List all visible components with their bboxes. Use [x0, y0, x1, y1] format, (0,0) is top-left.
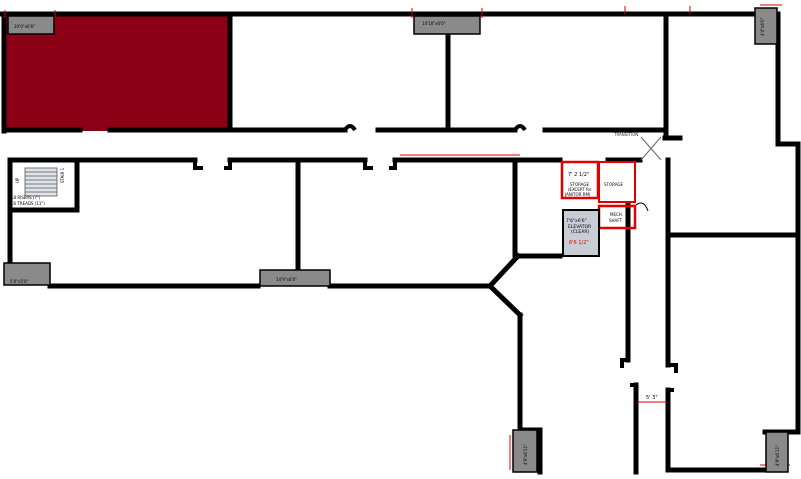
window-top-right-label: 4'4"x6'0"	[760, 17, 765, 36]
walls	[0, 11, 801, 475]
window-left-mid[interactable]	[3, 262, 51, 286]
transition-marker	[640, 136, 662, 161]
transition-label: TRANSITION	[613, 132, 638, 137]
mech-line2: SHAFT	[609, 218, 623, 223]
elevator[interactable]	[562, 209, 600, 257]
window-bottom-middle[interactable]	[512, 429, 538, 473]
storage-room-2[interactable]	[598, 161, 636, 203]
stair-treads	[24, 167, 58, 197]
window-top-right[interactable]	[754, 7, 778, 45]
window-top-left-label: 10'0"x6'6"	[14, 24, 35, 29]
window-top-middle-label: 14'10"x6'0"	[422, 21, 446, 26]
stair-treads-label: 16 TREADS (11")	[11, 201, 45, 206]
window-bottom-right-label: 4'9"x6'11"	[775, 445, 780, 466]
window-center-bottom[interactable]	[259, 269, 331, 287]
window-left-mid-label: 5'0"x5'0"	[10, 279, 29, 284]
window-top-left[interactable]	[7, 15, 55, 35]
storage-label-3: JANITOR RM)	[564, 192, 591, 197]
elevator-bottom-dim: 6'6 1/2"	[569, 240, 589, 246]
stair-title: STAIR 1	[60, 167, 65, 183]
storage2-label: STORAGE	[604, 182, 624, 187]
door-swing	[635, 202, 649, 212]
elevator-size: 7'6"x6'6"	[566, 218, 587, 224]
storage-label-1: STORAGE	[570, 182, 590, 187]
windows: 10'0"x6'6" 14'10"x6'0" 4'4"x6'0" 5'0"x5'…	[3, 7, 789, 473]
elevator-label: ELEVATOR	[568, 224, 591, 230]
stair-up: UP	[15, 177, 20, 183]
elevator-clear: (CLEAR)	[571, 229, 589, 235]
mech-line1: MECH.	[610, 212, 623, 217]
corridor-dim: 5' 3"	[646, 395, 658, 401]
window-bottom-right[interactable]	[765, 431, 789, 473]
stair-risers: 18 RISERS (7")	[11, 195, 41, 200]
storage-dimension: 7' 2 1/2"	[568, 172, 589, 178]
window-center-bottom-label: 14'9"x6'0"	[276, 277, 297, 282]
window-top-middle[interactable]	[413, 15, 481, 35]
window-bottom-middle-label: 4'9"x6'11"	[523, 444, 528, 465]
door-jambs	[193, 124, 678, 392]
storage-label-2: (EXCEPT for	[568, 187, 592, 192]
